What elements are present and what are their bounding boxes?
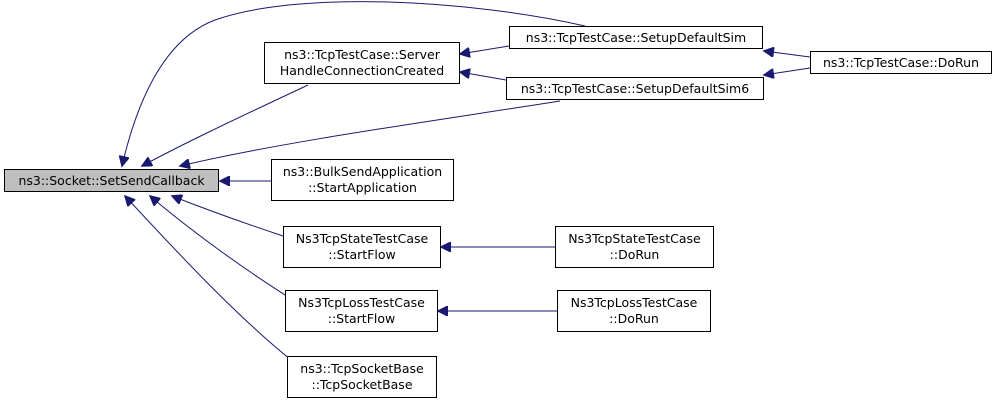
node-label-line: ::StartFlow [328,247,396,262]
node-tcptestcase-dorun[interactable]: ns3::TcpTestCase::DoRun [810,51,992,74]
edge-state_startflow-to-setsendcallback [172,196,284,237]
node-state-startflow[interactable]: Ns3TcpStateTestCase::StartFlow [283,226,441,268]
edge-setup_default_sim6-to-setsendcallback [180,100,561,166]
node-loss-dorun[interactable]: Ns3TcpLossTestCase::DoRun [557,290,711,332]
node-tcpsocketbase-ctor[interactable]: ns3::TcpSocketBase::TcpSocketBase [287,356,437,398]
node-label-line: ns3::TcpSocketBase [300,361,424,376]
edges-layer [122,1,811,364]
node-label-line: ns3::TcpTestCase::SetupDefaultSim6 [520,80,750,96]
node-label-line: ::StartApplication [308,180,417,195]
node-label-line: ::TcpSocketBase [311,377,413,392]
node-label-line: ::DoRun [609,311,659,326]
node-label-line: Ns3TcpLossTestCase [298,295,425,310]
node-label-line: ns3::TcpTestCase::Server [284,47,440,62]
edge-setup_default_sim6-to-server_handle [460,72,507,81]
node-label-line: ns3::TcpTestCase::SetupDefaultSim [525,29,747,45]
node-setup-default-sim[interactable]: ns3::TcpTestCase::SetupDefaultSim [509,26,763,49]
edge-tcptestcase_dorun-to-setup_default_sim [764,51,811,58]
node-setsendcallback: ns3::Socket::SetSendCallback [4,169,219,192]
node-label-line: Ns3TcpStateTestCase [295,231,429,246]
node-label-line: Ns3TcpStateTestCase [568,231,701,246]
edge-tcptestcase_dorun-to-setup_default_sim6 [764,67,811,75]
node-bulksend-start-application[interactable]: ns3::BulkSendApplication::StartApplicati… [271,159,454,201]
node-label-line: ns3::Socket::SetSendCallback [18,172,205,188]
edge-setup_default_sim-to-setsendcallback [122,1,586,166]
node-label-line: HandleConnectionCreated [279,63,445,78]
node-label-line: ::DoRun [609,247,660,262]
node-label-line: ::StartFlow [327,311,396,326]
node-label-line: ns3::TcpTestCase::DoRun [823,54,979,70]
node-setup-default-sim6[interactable]: ns3::TcpTestCase::SetupDefaultSim6 [506,77,764,100]
edge-setup_default_sim-to-server_handle [460,45,510,54]
node-loss-startflow[interactable]: Ns3TcpLossTestCase::StartFlow [285,290,438,332]
edge-loss_startflow-to-setsendcallback [150,196,294,301]
edge-tcpsocketbase_ctor-to-setsendcallback [125,196,296,364]
node-label-line: Ns3TcpLossTestCase [570,295,698,310]
node-label-line: ns3::BulkSendApplication [282,164,443,179]
edge-server_handle-to-setsendcallback [142,84,309,166]
node-state-dorun[interactable]: Ns3TcpStateTestCase::DoRun [555,226,714,268]
